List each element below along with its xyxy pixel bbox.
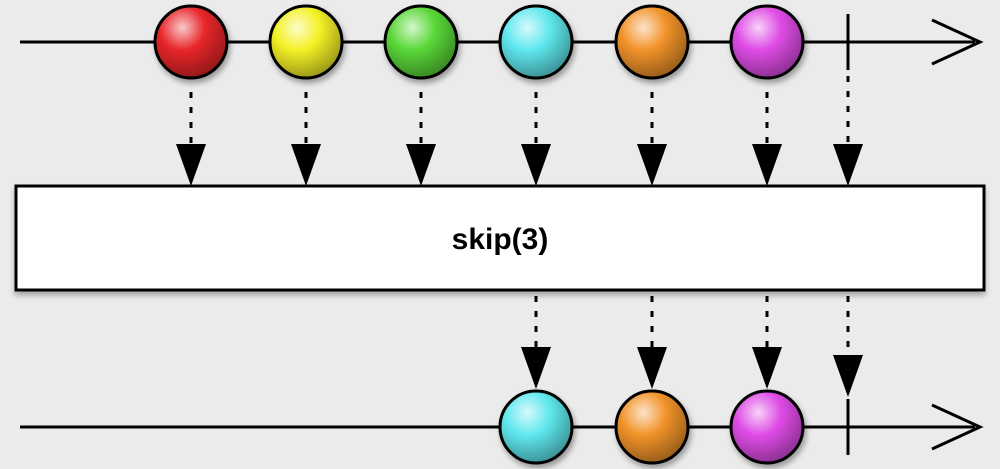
input-marbles — [153, 4, 805, 80]
input-marble — [268, 4, 344, 80]
output-complete-arrow-head — [833, 355, 863, 397]
input-arrow-head — [406, 144, 436, 186]
operator-label: skip(3) — [452, 223, 549, 256]
output-marble — [614, 389, 690, 465]
input-marble — [383, 4, 459, 80]
input-marble — [614, 4, 690, 80]
operator-box-rect — [14, 184, 986, 292]
input-marble — [729, 4, 805, 80]
input-arrow-head — [637, 144, 667, 186]
input-marble — [153, 4, 229, 80]
output-marble — [729, 389, 805, 465]
input-arrow-head — [521, 144, 551, 186]
output-marbles — [498, 389, 805, 465]
input-marble — [498, 4, 574, 80]
operator-box: skip(3) — [14, 184, 986, 292]
input-arrow-head — [752, 144, 782, 186]
output-timeline-arrowhead — [931, 403, 984, 451]
input-to-operator-arrows — [176, 76, 863, 186]
operator-to-output-arrows — [521, 296, 863, 397]
output-arrow-head — [752, 347, 782, 389]
output-marble — [498, 389, 574, 465]
input-timeline-arrowhead — [931, 18, 984, 66]
input-arrow-head — [291, 144, 321, 186]
input-complete-arrow-head — [833, 144, 863, 186]
output-arrow-head — [637, 347, 667, 389]
input-arrow-head — [176, 144, 206, 186]
output-timeline — [20, 399, 984, 455]
output-arrow-head — [521, 347, 551, 389]
